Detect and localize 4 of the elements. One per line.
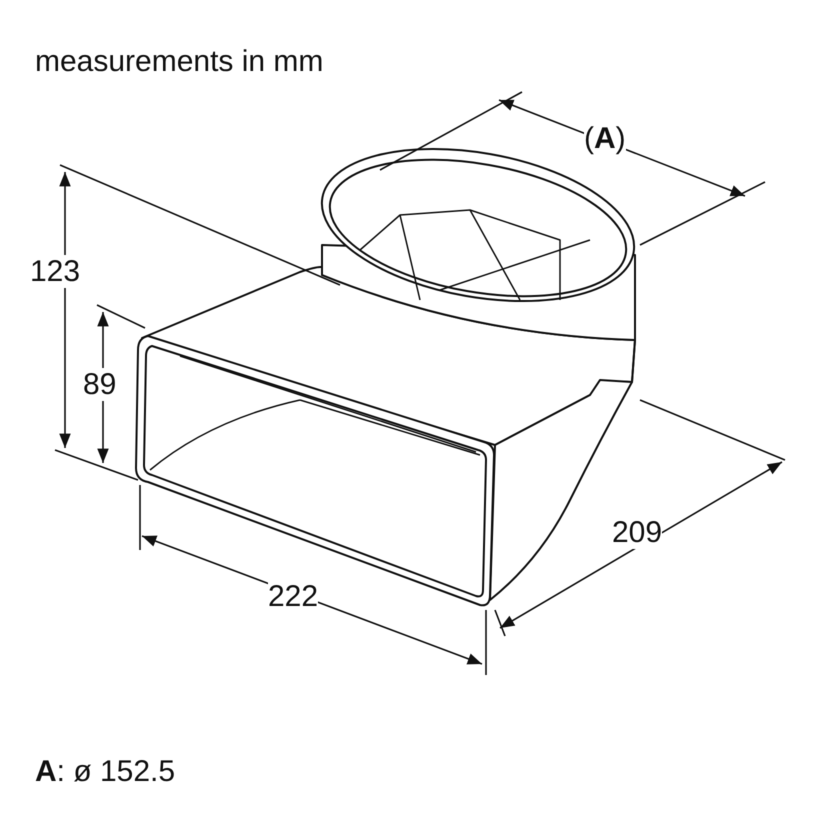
- dimension-label: 123: [30, 255, 80, 288]
- note: measurements in mm: [35, 45, 324, 78]
- note: A: ø 152.5: [35, 755, 176, 788]
- dimension-label: 89: [83, 368, 116, 401]
